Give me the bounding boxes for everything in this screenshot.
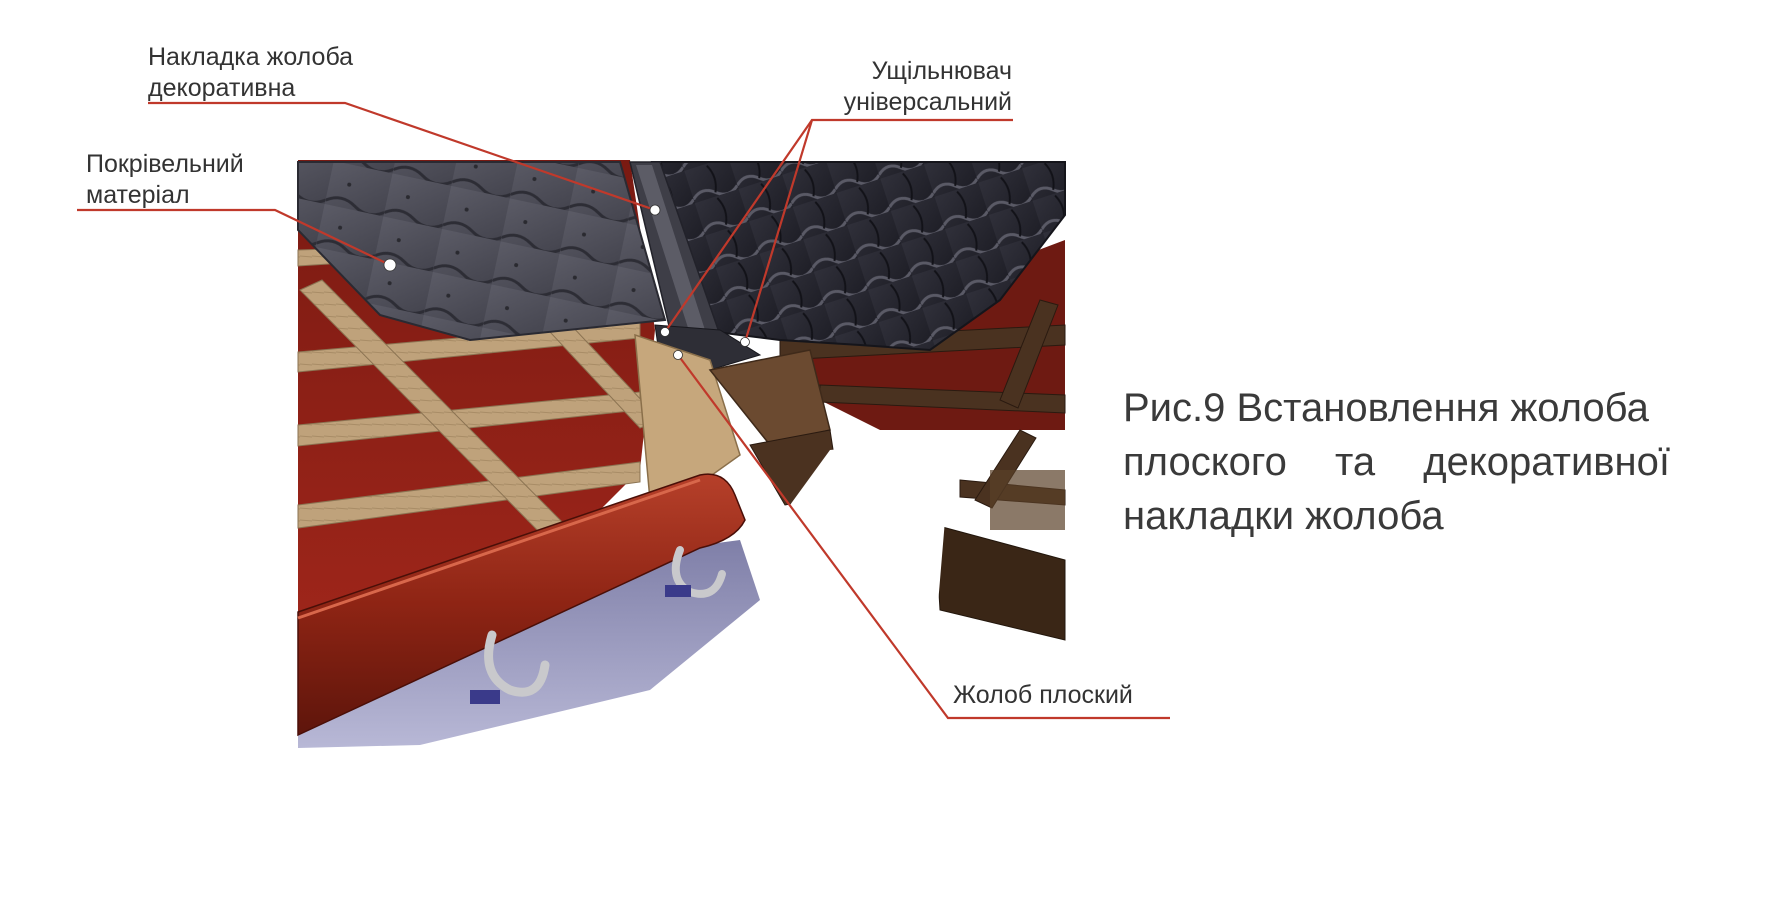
label-line: Ущільнювач: [871, 57, 1012, 85]
label-line: декоративна: [148, 74, 296, 102]
label-universal-sealant: Ущільнювач універсальний: [812, 56, 1012, 118]
leader-lines: [77, 101, 1170, 720]
roofing-tiles-right: [650, 161, 1066, 352]
caption-line: накладки жолоба: [1123, 494, 1444, 538]
roofing-sheet-left: [297, 161, 667, 342]
label-line: універсальний: [843, 88, 1012, 116]
fascia: [298, 540, 760, 748]
marker-dot: [649, 204, 661, 216]
label-line: матеріал: [86, 181, 190, 209]
label-gutter-overlay: Накладка жолоба декоративна: [148, 42, 353, 104]
valley-board-left: [634, 333, 741, 502]
leader-gutter-overlay: [148, 101, 656, 212]
leader-sealant-b: [743, 119, 814, 343]
leader-roofing-material: [77, 208, 391, 266]
figure-caption: Рис.9 Встановлення жолоба плоского та де…: [1123, 381, 1670, 543]
label-line: Жолоб плоский: [953, 681, 1133, 709]
board-right: [934, 524, 1066, 641]
eave-gutter: [297, 473, 746, 737]
label-line: Покрівельний: [86, 150, 244, 178]
gutter-hook-icon: [484, 630, 550, 697]
gutter-hooks: [470, 546, 726, 704]
illustration-block: [297, 160, 1066, 748]
marker-dot: [660, 327, 670, 337]
marker-dot: [740, 337, 750, 347]
caption-line: плоского та декоративної: [1123, 440, 1670, 484]
label-flat-gutter: Жолоб плоский: [953, 680, 1133, 711]
label-line: Накладка жолоба: [148, 43, 354, 71]
marker-dot: [673, 350, 683, 360]
marker-dots: [383, 204, 750, 360]
caption-line: Рис.9 Встановлення жолоба: [1123, 386, 1649, 430]
marker-dot: [383, 258, 397, 272]
label-roofing-material: Покрівельний матеріал: [86, 149, 244, 211]
leader-flat-gutter: [677, 354, 1170, 720]
